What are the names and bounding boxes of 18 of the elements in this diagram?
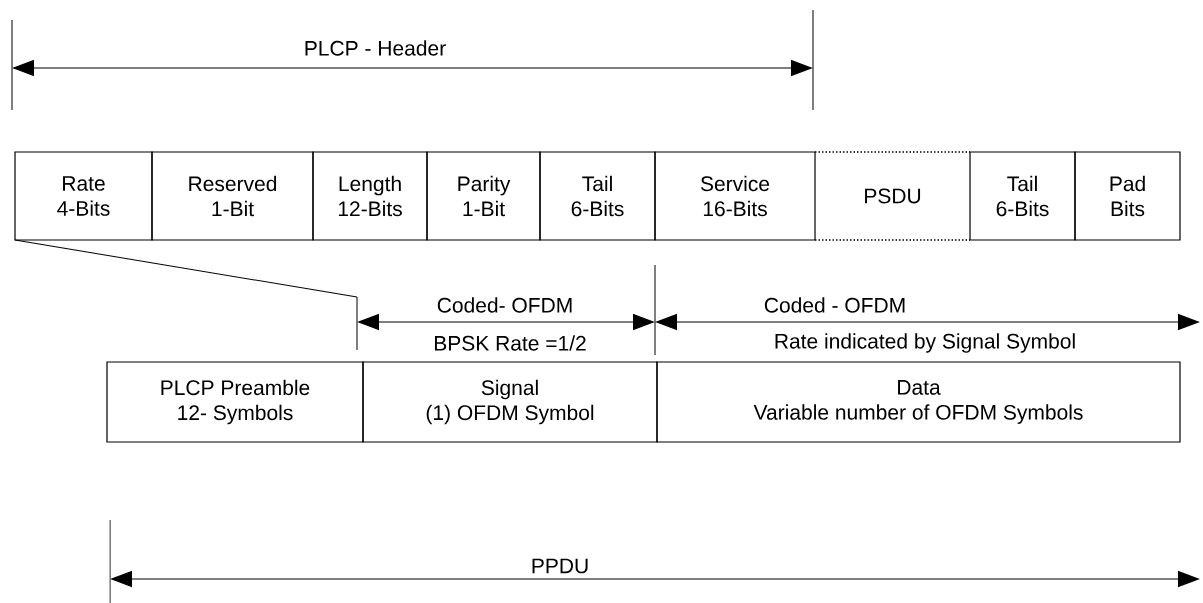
dimension-label: PPDU (529, 557, 591, 575)
field-box: Tail 6-Bits (969, 151, 1076, 241)
dimension-label: Rate indicated by Signal Symbol (772, 332, 1078, 354)
dimension-label: BPSK Rate =1/2 (432, 334, 588, 352)
field-box: Parity 1-Bit (426, 151, 541, 241)
field-box: Data Variable number of OFDM Symbols (656, 361, 1181, 443)
field-box: Signal (1) OFDM Symbol (362, 361, 658, 443)
field-box: Reserved 1-Bit (151, 151, 314, 241)
field-box: Length 12-Bits (312, 151, 428, 241)
field-box: PSDU (814, 151, 971, 241)
field-box: Rate 4-Bits (14, 151, 153, 241)
field-box: Pad Bits (1074, 151, 1181, 241)
dimension-label: Coded- OFDM (435, 296, 575, 314)
dimension-label: Coded - OFDM (762, 296, 908, 314)
field-box: PLCP Preamble 12- Symbols (106, 361, 364, 443)
field-box: Tail 6-Bits (539, 151, 656, 241)
field-box: Service 16-Bits (654, 151, 816, 241)
dimension-label: PLCP - Header (302, 39, 448, 57)
